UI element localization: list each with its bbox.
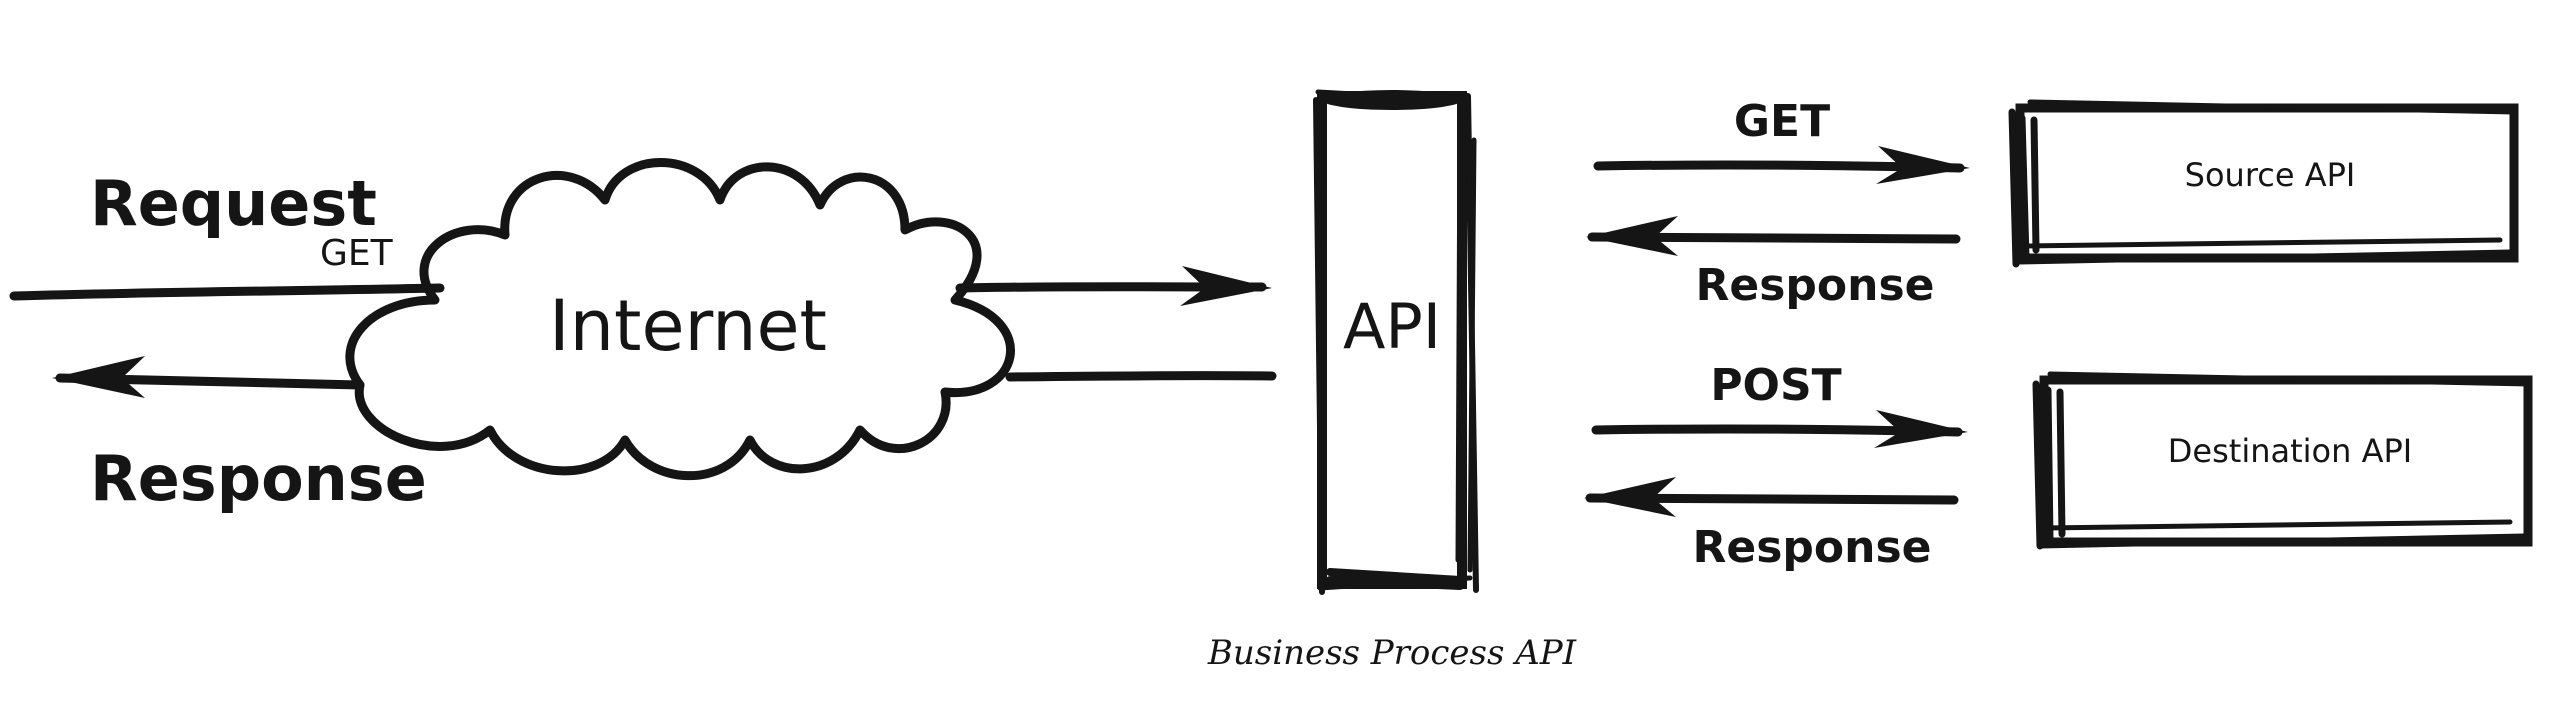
arrow-right-icon [1180, 266, 1272, 306]
arrow-left-icon [1586, 216, 1678, 256]
request-method-label: GET [320, 233, 394, 274]
source-get-arrow [1593, 146, 1970, 184]
destination-api-label: Destination API [2168, 432, 2412, 470]
cloud-label: Internet [549, 285, 827, 367]
cloud-icon [345, 158, 1015, 481]
destination-api-box: Destination API [2032, 371, 2533, 550]
destination-post-arrow [1591, 410, 1968, 448]
destination-response-label: Response [1693, 522, 1932, 573]
destination-response-arrow [1584, 477, 1959, 517]
arrow-left-icon [52, 356, 145, 398]
arrow-left-icon [1584, 477, 1676, 517]
api-pillar: API [1313, 89, 1479, 595]
api-caption: Business Process API [1207, 633, 1577, 673]
api-label: API [1343, 290, 1441, 363]
arrow-right-icon [1874, 410, 1968, 448]
client-response-label: Response [90, 442, 427, 515]
destination-method-label: POST [1710, 360, 1841, 411]
source-method-label: GET [1734, 96, 1830, 147]
source-response-arrow [1586, 216, 1961, 256]
client-request-arrow [9, 266, 1272, 306]
source-api-box: Source API [2008, 99, 2519, 268]
source-api-label: Source API [2185, 156, 2356, 194]
client-response-arrow [52, 356, 1277, 398]
arrow-right-icon [1876, 146, 1970, 184]
source-response-label: Response [1696, 260, 1935, 311]
internet-cloud: Internet [345, 158, 1015, 481]
request-label: Request [90, 167, 377, 240]
